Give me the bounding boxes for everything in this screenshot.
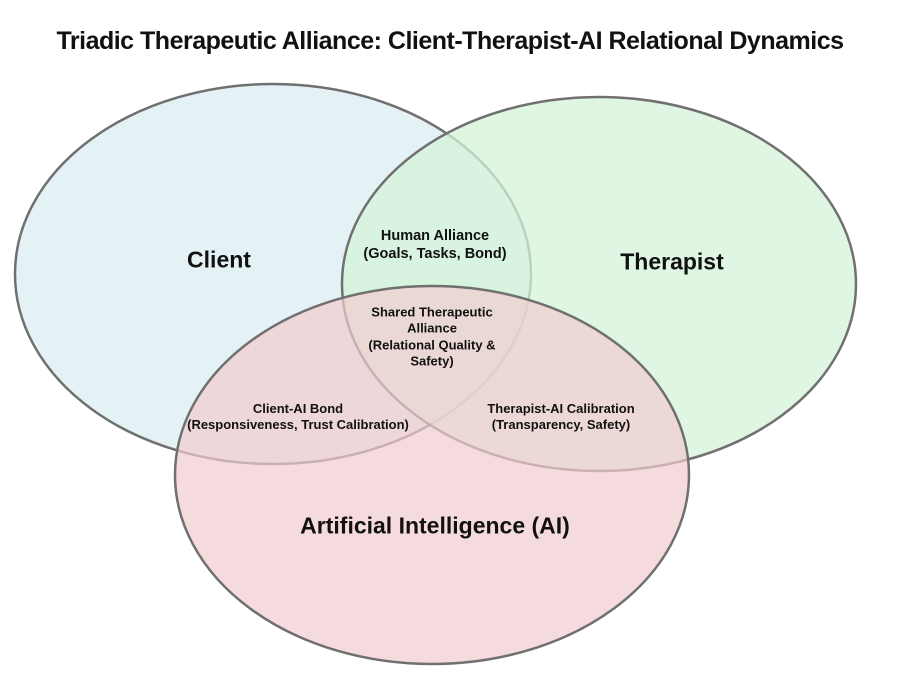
- therapist-ai-calibration-title: Therapist-AI Calibration: [487, 400, 635, 416]
- therapist-ai-calibration-detail: (Transparency, Safety): [491, 417, 631, 432]
- shared-alliance-line1: Shared Therapeutic: [371, 304, 493, 320]
- client-ai-bond-label: Client-AI Bond (Responsiveness, Trust Ca…: [187, 401, 409, 434]
- client-label: Client: [187, 246, 251, 273]
- therapist-label: Therapist: [620, 248, 724, 275]
- therapist-ai-calibration-label: Therapist-AI Calibration (Transparency, …: [487, 401, 634, 434]
- shared-alliance-label: Shared Therapeutic Alliance (Relational …: [368, 305, 495, 370]
- shared-alliance-line3: (Relational Quality &: [368, 337, 496, 352]
- shared-alliance-line2: Alliance: [407, 320, 457, 336]
- client-ai-bond-detail: (Responsiveness, Trust Calibration): [187, 417, 409, 432]
- shared-alliance-line4: Safety): [410, 353, 454, 369]
- human-alliance-title: Human Alliance: [380, 227, 490, 244]
- human-alliance-label: Human Alliance (Goals, Tasks, Bond): [363, 227, 506, 263]
- client-ai-bond-title: Client-AI Bond: [252, 400, 344, 416]
- diagram-title: Triadic Therapeutic Alliance: Client-The…: [56, 27, 845, 55]
- ai-label: Artificial Intelligence (AI): [300, 512, 570, 539]
- human-alliance-detail: (Goals, Tasks, Bond): [363, 246, 507, 262]
- ai-circle: [173, 284, 691, 666]
